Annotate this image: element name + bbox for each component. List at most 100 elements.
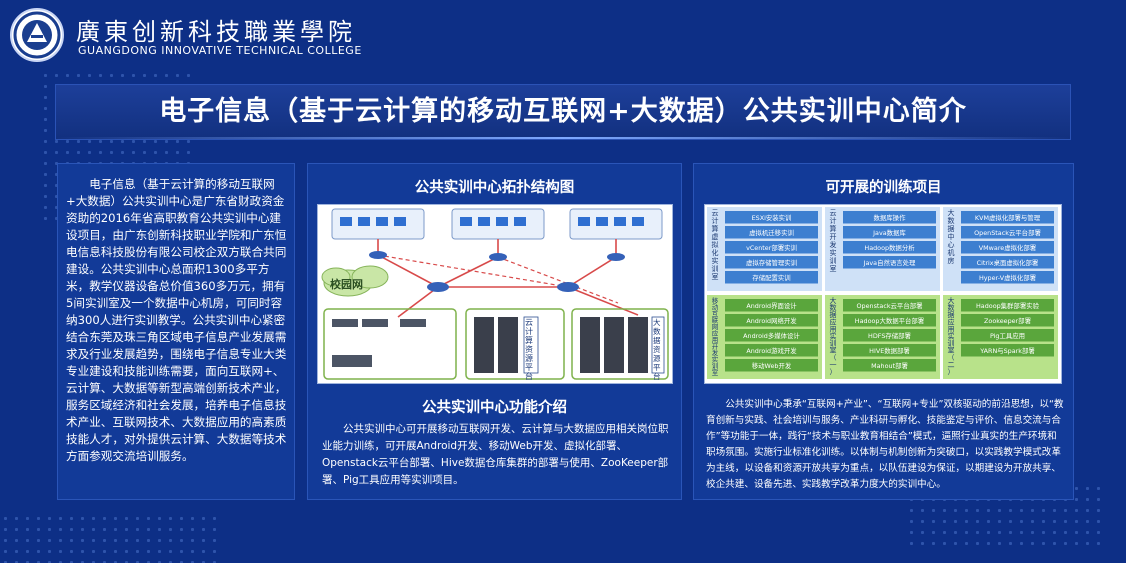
training-item-label: Hadoop数据分析 [864, 243, 915, 252]
training-item-label: Java数据库 [872, 228, 906, 237]
training-item-label: 存储配置实训 [752, 273, 790, 282]
training-item-label: Hyper-V虚拟化部署 [979, 273, 1037, 282]
training-item [843, 344, 936, 357]
training-group-title: 室 [830, 346, 837, 355]
training-group-title: 互 [712, 310, 719, 318]
training-item [725, 226, 818, 239]
training-group-title: 机 [948, 248, 955, 257]
training-group-title: 计 [830, 216, 837, 225]
training-item [725, 211, 818, 224]
background-dots [0, 513, 220, 563]
training-item-label: HDFS存储部署 [868, 331, 912, 340]
bigdata-platform-label: 大数据资源平台 [653, 318, 661, 381]
training-item [843, 329, 936, 342]
training-group-title: 数 [830, 303, 837, 312]
training-item-label: Zookeeper部署 [984, 316, 1032, 325]
training-item-label: Mahout部署 [871, 361, 908, 370]
training-group-title: ） [948, 368, 955, 376]
training-item-label: 虚拟机迁移实训 [749, 228, 794, 237]
training-group-title: 用 [830, 325, 837, 333]
function-text: 公共实训中心可开展移动互联网开发、云计算与大数据应用相关岗位职业能力训练，可开展… [322, 423, 669, 486]
training-item [961, 299, 1054, 312]
training-item [961, 211, 1054, 224]
training-item-label: OpenStack云平台部署 [974, 228, 1041, 237]
training-group-title: 训 [830, 257, 837, 265]
training-group-title: 用 [712, 336, 719, 344]
training-group-title: 开 [830, 233, 837, 241]
training-group-title: 实 [948, 331, 955, 340]
training-item-label: Android界面设计 [746, 301, 797, 310]
summary-text: 公共实训中心秉承“互联网+产业”、“互联网+专业”双核驱动的前沿思想，以“教育创… [706, 399, 1064, 490]
training-item [843, 314, 936, 327]
training-item [961, 226, 1054, 239]
training-group-title: 室 [830, 264, 837, 273]
training-group-title: 开 [712, 343, 719, 351]
training-group-title: 二 [948, 361, 955, 369]
training-group-title: 实 [830, 331, 837, 340]
training-item [961, 241, 1054, 254]
training-item [725, 344, 818, 357]
training-group-title: 应 [948, 317, 955, 326]
training-item [725, 271, 818, 284]
training-item-label: Android多媒体设计 [743, 331, 800, 340]
training-group-title: 用 [948, 325, 955, 333]
school-name-cn: 廣東创新科技職業學院 [76, 18, 356, 46]
training-item-label: ESXi安装实训 [752, 213, 792, 222]
training-group-title: 虚 [712, 232, 719, 241]
training-group-title: 化 [712, 248, 719, 257]
training-item-label: Openstack云平台部署 [857, 301, 924, 310]
training-group-title: 心 [948, 241, 955, 249]
training-item-label: vCenter部署实训 [746, 243, 797, 252]
training-item [961, 271, 1054, 284]
training-group-title: 算 [712, 224, 719, 233]
training-group-title: ） [830, 368, 837, 376]
training-group-title: （ [948, 354, 955, 362]
training-item-label: 数据库操作 [874, 213, 907, 222]
training-group-title: 网 [712, 323, 719, 331]
training-item-label: VMware虚拟化部署 [979, 243, 1037, 252]
training-group-title: 室 [712, 272, 719, 281]
training-item [725, 314, 818, 327]
function-heading: 公共实训中心功能介绍 [422, 400, 567, 416]
training-item [843, 359, 936, 372]
cloud-platform-label: 云计算资源平台 [525, 318, 533, 381]
title-underline [56, 137, 1070, 139]
training-group-title: 一 [830, 361, 837, 369]
training-group-title: 云 [712, 209, 719, 217]
page-title: 电子信息（基于云计算的移动互联网+大数据）公共实训中心简介 [159, 96, 967, 127]
training-item-label: Android游戏开发 [746, 346, 797, 355]
training-item-label: KVM虚拟化部署与管理 [975, 213, 1041, 222]
training-item [725, 359, 818, 372]
training-item [725, 256, 818, 269]
training-group-title: 应 [712, 329, 719, 338]
training-item-label: Citrix桌面虚拟化部署 [977, 258, 1039, 267]
training-group-title: 中 [948, 232, 955, 241]
training-group-title: 据 [948, 224, 955, 233]
training-group-title: 动 [712, 304, 719, 312]
school-name-en: GUANGDONG INNOVATIVE TECHNICAL COLLEGE [78, 44, 362, 57]
training-group-title: 训 [948, 340, 955, 348]
training-group-title: 计 [712, 216, 719, 225]
training-group-title: 算 [830, 224, 837, 233]
training-item [725, 329, 818, 342]
training-item [843, 256, 936, 269]
training-group-title: 移 [712, 296, 719, 305]
training-group-title: 房 [948, 256, 955, 265]
training-item [843, 226, 936, 239]
training-group-title: 应 [830, 317, 837, 326]
training-item [961, 256, 1054, 269]
training-heading: 可开展的训练项目 [825, 180, 942, 196]
training-group-title: 训 [830, 340, 837, 348]
training-group-title: 据 [948, 310, 955, 319]
training-group-title: 训 [712, 265, 719, 273]
title-banner: 电子信息（基于云计算的移动互联网+大数据）公共实训中心简介 [55, 84, 1071, 140]
training-group-title: 数 [948, 216, 955, 225]
topology-panel: 公共实训中心拓扑结构图 [307, 163, 682, 500]
training-group-title: 实 [712, 355, 719, 364]
training-item [843, 299, 936, 312]
training-item [843, 241, 936, 254]
training-group-title: 联 [712, 316, 719, 325]
training-item-label: Hadoop大数据平台部署 [855, 316, 925, 325]
training-item-label: HIVE数据部署 [869, 346, 910, 355]
training-item-label: YARN与Spark部署 [979, 346, 1035, 355]
